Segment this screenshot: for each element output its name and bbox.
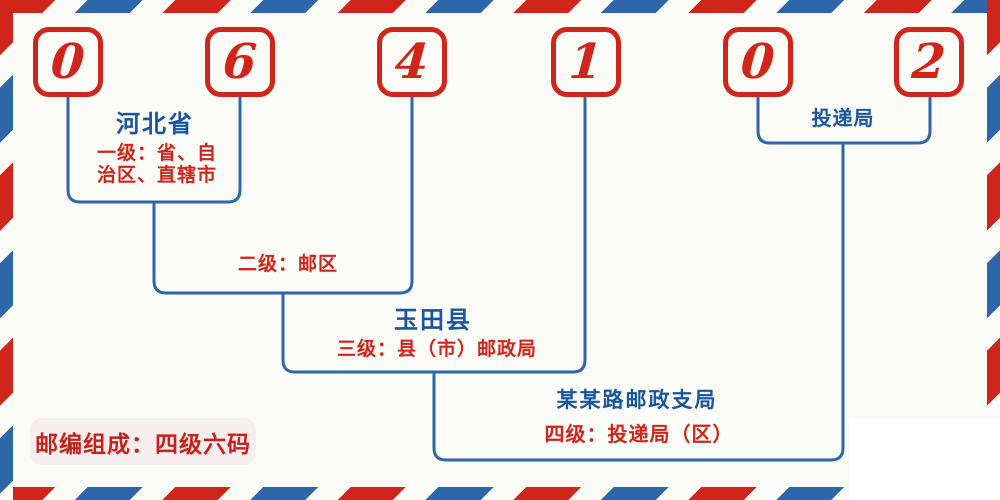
airmail-border-right: [987, 0, 1000, 500]
airmail-border-bottom: [0, 487, 1000, 500]
province-label: 河北省: [116, 111, 194, 138]
digit-box-4: 1: [551, 27, 621, 97]
digit-box-2: 6: [205, 27, 275, 97]
delivery-office-label: 投递局: [811, 108, 875, 130]
digit-box-6: 2: [894, 27, 964, 97]
digit-box-5: 0: [723, 27, 793, 97]
postal-digit: 0: [49, 34, 87, 90]
digit-box-1: 0: [33, 27, 103, 97]
airmail-border-left: [0, 0, 13, 500]
level3-label: 三级：县（市）邮政局: [336, 339, 538, 360]
level4-label: 四级：投递局（区）: [544, 424, 734, 446]
postal-digit: 0: [739, 34, 777, 90]
bracket-delivery: [756, 97, 932, 145]
level1-label-line2: 治区、直辖市: [96, 165, 218, 186]
county-label: 玉田县: [394, 307, 472, 334]
level1-label-line1: 一级：省、自: [96, 143, 218, 164]
postal-digit: 4: [393, 34, 431, 90]
bracket-level4: [432, 143, 845, 462]
airmail-border-top: [0, 0, 1000, 13]
postal-composition-text: 邮编组成：四级六码: [35, 430, 251, 457]
postal-digit: 2: [910, 34, 948, 90]
branch-office-label: 某某路邮政支局: [556, 389, 718, 412]
postal-digit: 6: [221, 34, 259, 90]
postal-digit: 1: [567, 34, 605, 90]
digit-box-3: 4: [377, 27, 447, 97]
postal-composition-badge: 邮编组成：四级六码: [30, 418, 256, 465]
level2-label: 二级：邮区: [237, 254, 339, 275]
corner-blank-patch: [849, 419, 1000, 500]
